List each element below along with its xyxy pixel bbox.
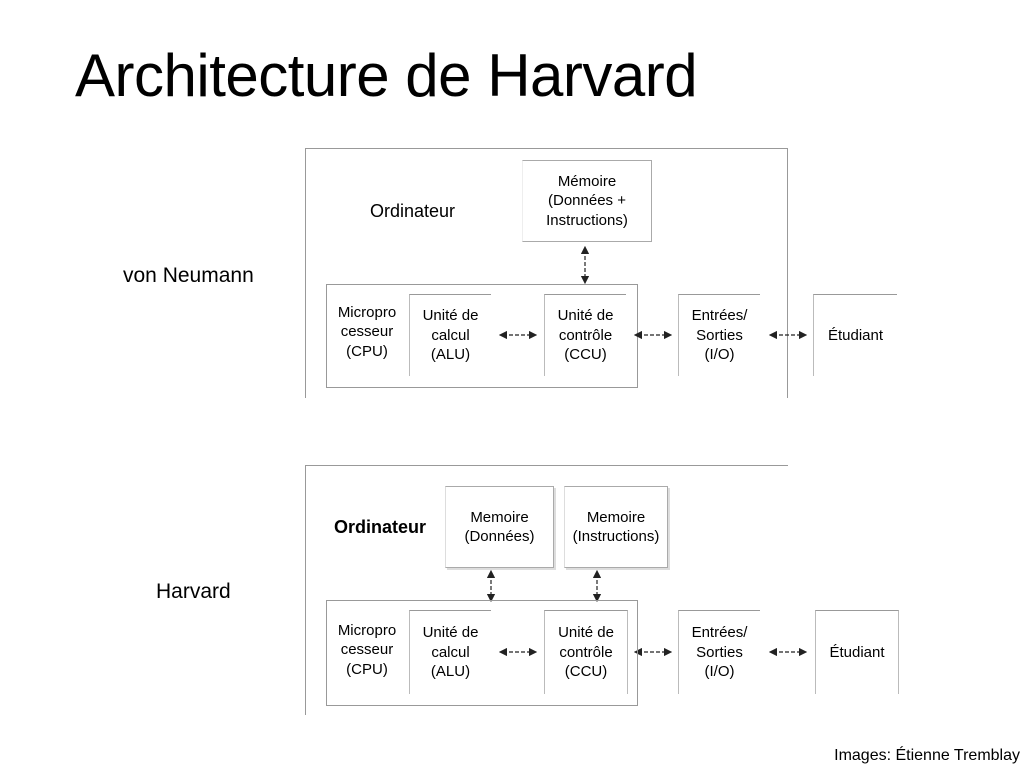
ccu-box: Unité de contrôle (CCU)	[544, 294, 626, 376]
image-credit: Images: Étienne Tremblay	[834, 747, 1020, 764]
harvard-label: Harvard	[156, 580, 231, 603]
computer-frame	[305, 148, 788, 398]
instruction-memory-box: Memoire (Instructions)	[564, 486, 668, 568]
data-memory-box: Memoire (Données)	[445, 486, 554, 568]
cpu-box: Micropro cesseur (CPU)	[337, 303, 397, 360]
harvard-student-box: Étudiant	[815, 610, 899, 694]
slide-title: Architecture de Harvard	[75, 42, 698, 109]
memory-box: Mémoire (Données + Instructions)	[522, 160, 652, 242]
harvard-alu-box: Unité de calcul (ALU)	[409, 610, 491, 694]
harvard-cpu-frame	[326, 600, 638, 706]
harvard-cpu-box: Micropro cesseur (CPU)	[337, 621, 397, 678]
harvard-computer-heading: Ordinateur	[334, 517, 427, 537]
harvard-io-box: Entrées/ Sorties (I/O)	[678, 610, 760, 694]
von-neumann-label: von Neumann	[123, 264, 254, 287]
io-box: Entrées/ Sorties (I/O)	[678, 294, 760, 376]
computer-heading: Ordinateur	[370, 201, 456, 221]
alu-box: Unité de calcul (ALU)	[409, 294, 491, 376]
harvard-ccu-box: Unité de contrôle (CCU)	[544, 610, 628, 694]
harvard-computer-frame	[305, 465, 788, 715]
student-box: Étudiant	[813, 294, 897, 376]
